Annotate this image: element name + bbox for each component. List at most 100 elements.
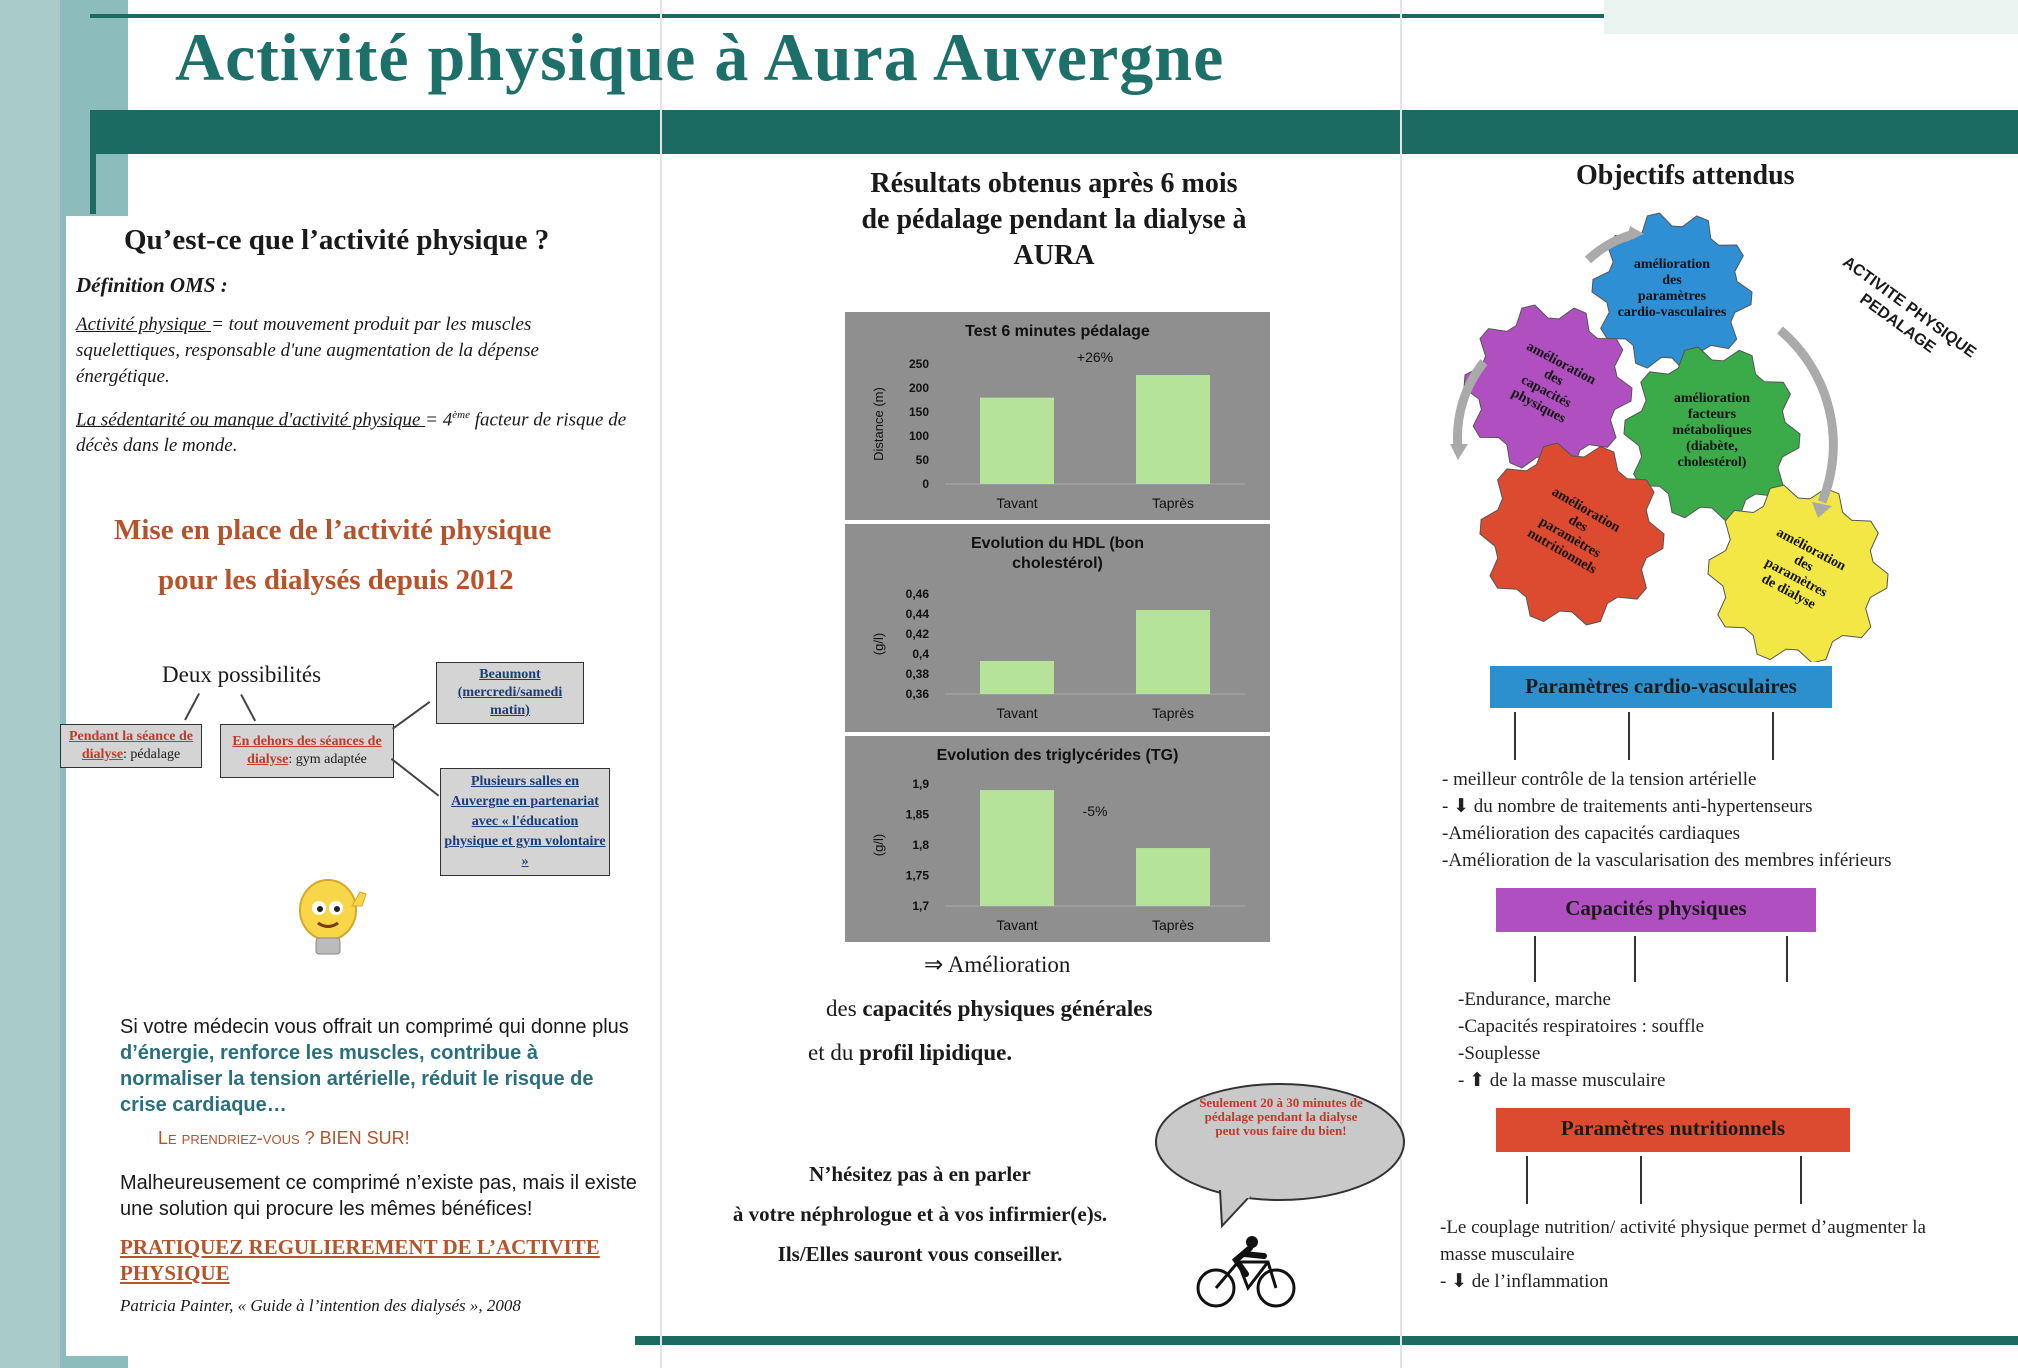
phys-item-2: -Capacités respiratoires : souffle bbox=[1458, 1016, 1705, 1037]
opt2-rest: : gym adaptée bbox=[288, 752, 367, 767]
x-tick-label: Tavant bbox=[996, 495, 1037, 511]
chart-title: Evolution des triglycérides (TG) bbox=[937, 747, 1179, 764]
y-tick-label: 0 bbox=[922, 477, 929, 491]
y-tick-label: 150 bbox=[909, 405, 929, 419]
bar-tapres bbox=[1136, 375, 1210, 484]
def1-term: Activité physique bbox=[76, 314, 212, 335]
y-tick-label: 0,44 bbox=[906, 607, 930, 621]
arrow-to-opt2 bbox=[240, 694, 257, 722]
chart-title: cholestérol) bbox=[1012, 555, 1103, 572]
def1-text: = tout mouvement produit par les muscles… bbox=[76, 314, 539, 387]
chart-bg bbox=[845, 736, 1270, 942]
imp3-pre: et du bbox=[808, 1040, 860, 1065]
y-tick-label: 1,9 bbox=[912, 777, 929, 791]
cta-line-2: à votre néphrologue et à vos infirmier(e… bbox=[732, 1202, 1108, 1226]
cardio-arrow-2 bbox=[1628, 712, 1630, 760]
page-title: Activité physique à Aura Auvergne bbox=[175, 19, 1225, 95]
improvement-line: ⇒ Amélioration bbox=[924, 952, 1071, 977]
chart-tg: Evolution des triglycérides (TG) 1,9 1,85 1… bbox=[845, 736, 1270, 942]
improvement-line-2: des capacités physiques générales bbox=[826, 996, 1152, 1022]
x-tick-label: Tavant bbox=[996, 917, 1037, 933]
pill-muscles: renforce les muscles, contribue à normal… bbox=[120, 1042, 594, 1116]
opt1-link: Pendant la séance de dialyse bbox=[68, 729, 194, 762]
nutrition-list: -Le couplage nutrition/ activité physiqu… bbox=[1440, 1214, 1940, 1295]
header-band bbox=[90, 110, 2018, 154]
phys-item-4: - ⬆ de la masse musculaire bbox=[1458, 1070, 1666, 1091]
y-tick-label: 100 bbox=[909, 429, 929, 443]
gear-blue bbox=[1591, 212, 1753, 372]
chart-annotation: +26% bbox=[1077, 349, 1113, 365]
cta-line-1: N’hésitez pas à en parler bbox=[809, 1162, 1031, 1186]
beaumont-box: Beaumont (mercredi/samedi matin) bbox=[436, 662, 584, 724]
definition-label: Définition OMS : bbox=[76, 273, 228, 297]
gear-yellow bbox=[1707, 484, 1889, 662]
speech-bubble bbox=[1155, 1083, 1405, 1228]
y-axis-label: (g/l) bbox=[871, 834, 886, 856]
left-panel: Qu’est-ce que l’activité physique ? Défi… bbox=[60, 216, 656, 1356]
y-tick-label: 1,85 bbox=[906, 808, 930, 822]
arrow-to-opt1 bbox=[184, 693, 200, 721]
setup-heading-1: Mise en place de l’activité physique bbox=[114, 514, 552, 546]
phys-arrows bbox=[1500, 936, 1800, 986]
opt1-rest: : pédalage bbox=[123, 747, 181, 762]
cardio-arrow-1 bbox=[1514, 712, 1516, 760]
arrow-to-salles bbox=[391, 758, 440, 797]
physical-header: Capacités physiques bbox=[1496, 888, 1816, 932]
unfortunately-text: Malheureusement ce comprimé n’existe pas… bbox=[120, 1172, 637, 1220]
results-heading: Résultats obtenus après 6 mois de pédala… bbox=[861, 168, 1247, 271]
cardio-list: - meilleur contrôle de la tension artéri… bbox=[1442, 766, 2012, 874]
objectives-heading: Objectifs attendus bbox=[1576, 160, 1795, 191]
nutri-item-1: -Le couplage nutrition/ activité physiqu… bbox=[1440, 1217, 1926, 1265]
definition-2: La sédentarité ou manque d'activité phys… bbox=[76, 402, 636, 459]
imp2-pre: des bbox=[826, 996, 863, 1021]
nutri-arrow-2 bbox=[1640, 1156, 1642, 1204]
y-tick-label: 0,38 bbox=[906, 667, 930, 681]
bar-tapres bbox=[1136, 610, 1210, 694]
def2-eq: = 4 bbox=[425, 409, 453, 431]
setup-heading-2: pour les dialysés depuis 2012 bbox=[158, 564, 514, 596]
chart-6min-svg: Test 6 minutes pédalage250200150100500Di… bbox=[845, 312, 1270, 520]
phys-item-1: -Endurance, marche bbox=[1458, 989, 1611, 1010]
bar-tavant bbox=[980, 790, 1054, 906]
salles-text: Plusieurs salles en Auvergne en partenar… bbox=[444, 774, 606, 869]
x-tick-label: Tavant bbox=[996, 705, 1037, 721]
header-band-stub bbox=[90, 154, 96, 214]
fold-line-1 bbox=[660, 0, 662, 1368]
phys-arrow-1 bbox=[1534, 936, 1536, 982]
option-during-dialysis: Pendant la séance de dialyse: pédalage bbox=[60, 724, 202, 768]
bottom-rule bbox=[635, 1336, 2018, 1345]
phys-item-3: -Souplesse bbox=[1458, 1043, 1541, 1064]
chart-title: Evolution du HDL (bon bbox=[971, 535, 1144, 552]
chart-tg-svg: Evolution des triglycérides (TG) 1,9 1,85 1… bbox=[845, 736, 1270, 942]
fold-line-2 bbox=[1400, 0, 1402, 1368]
activity-heading: Qu’est-ce que l’activité physique ? bbox=[124, 224, 550, 256]
top-rule bbox=[90, 14, 2010, 18]
x-tick-label: Taprès bbox=[1152, 495, 1194, 511]
opt2-link: En dehors des séances de dialyse bbox=[232, 734, 382, 767]
phys-arrow-2 bbox=[1634, 936, 1636, 982]
chart-hdl-svg: Evolution du HDL (bon cholestérol) 0,46 0,4… bbox=[845, 524, 1270, 732]
gear-red bbox=[1479, 442, 1665, 626]
practice-cta: PRATIQUEZ REGULIEREMENT DE L’ACTIVITE PH… bbox=[120, 1235, 600, 1285]
cyclist-icon bbox=[1196, 1236, 1296, 1308]
def2-sup: ème bbox=[452, 409, 470, 421]
nutri-arrow-1 bbox=[1526, 1156, 1528, 1204]
y-tick-label: 50 bbox=[916, 453, 930, 467]
nutrition-header: Paramètres nutritionnels bbox=[1496, 1108, 1850, 1152]
y-tick-label: 0,46 bbox=[906, 587, 930, 601]
def2-term: La sédentarité ou manque d'activité phys… bbox=[76, 409, 426, 431]
y-tick-label: 1,75 bbox=[906, 869, 930, 883]
two-options-label: Deux possibilités bbox=[162, 662, 322, 687]
top-right-tint bbox=[1604, 0, 2018, 34]
cardio-item-4: -Amélioration de la vascularisation des … bbox=[1442, 850, 1892, 871]
beaumont-text: Beaumont (mercredi/samedi matin) bbox=[457, 667, 563, 718]
bar-tapres bbox=[1136, 848, 1210, 906]
cardio-arrows bbox=[1500, 712, 1800, 764]
lightbulb-icon bbox=[299, 879, 367, 955]
cardio-arrow-3 bbox=[1772, 712, 1774, 760]
question-line: Le prendriez-vous ? BIEN SUR! bbox=[158, 1128, 410, 1148]
pill-energy: d’énergie bbox=[120, 1042, 209, 1064]
